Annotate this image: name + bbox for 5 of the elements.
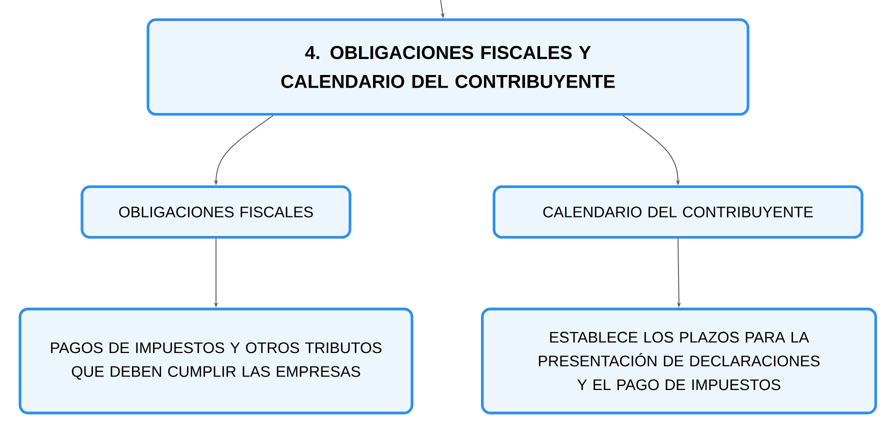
- topic-box: CALENDARIO DEL CONTRIBUYENTE: [492, 185, 864, 239]
- topic-box: ESTABLECE LOS PLAZOS PARA LA PRESENTACIÓN DE DECLARACIONES Y EL PAGO DE IMPUESTOS: [481, 308, 877, 414]
- topic-box: OBLIGACIONES FISCALES: [80, 185, 352, 239]
- topic-box: PAGOS DE IMPUESTOS Y OTROS TRIBUTOS QUE DEBEN CUMPLIR LAS EMPRESAS: [18, 308, 414, 414]
- title-box: 4. OBLIGACIONES FISCALES Y CALENDARIO DEL CONTRIBUYENTE: [146, 18, 750, 116]
